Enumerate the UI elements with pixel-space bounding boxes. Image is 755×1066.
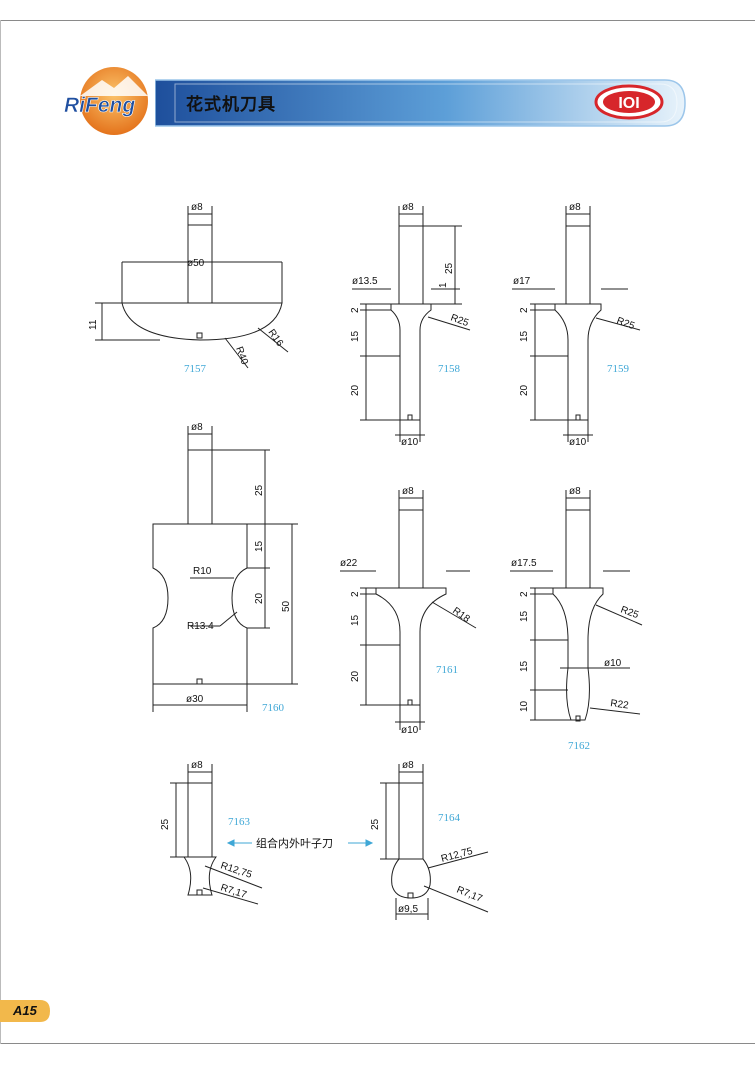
brand-name: RiFeng	[64, 94, 135, 117]
header-ribbon	[155, 79, 686, 127]
dim-7162-neck: ø10	[604, 658, 622, 669]
header-title: 花式机刀具	[186, 95, 276, 115]
dim-7157-r40: R40	[233, 345, 250, 366]
frame-top-line	[0, 20, 755, 21]
dim-7161-2: 2	[350, 591, 361, 597]
dim-7159-dia: ø17	[513, 276, 531, 287]
dim-7158-dia: ø13.5	[352, 276, 378, 287]
dim-7160-shank: ø8	[191, 422, 203, 433]
dim-7157-r16: R16	[266, 327, 286, 349]
dim-7160-50: 50	[281, 600, 292, 612]
code-7162: 7162	[568, 740, 590, 752]
dim-7159-2: 2	[519, 307, 530, 313]
dim-7162-15a: 15	[519, 610, 530, 622]
dim-7159-r25: R25	[615, 315, 636, 332]
dim-7160-r10: R10	[193, 566, 212, 577]
brand-badge-icon: IOI	[594, 84, 664, 120]
page-number: A15	[13, 1003, 37, 1018]
frame-bottom-line	[0, 1043, 755, 1044]
dim-7159-tip: ø10	[569, 437, 587, 448]
dim-7164-shank: ø8	[402, 760, 414, 771]
tool-7163-outline	[170, 764, 263, 905]
dim-7158-20: 20	[350, 384, 361, 396]
combo-label: 组合内外叶子刀	[256, 836, 333, 850]
dim-7158-2: 2	[350, 307, 361, 313]
dim-7157-shank: ø8	[191, 202, 203, 213]
dim-7162-2: 2	[519, 591, 530, 597]
dim-7160-r134: R13.4	[187, 621, 214, 632]
dim-7161-r18: R18	[450, 605, 472, 625]
tool-7157-outline	[95, 206, 289, 369]
dim-7159-shank: ø8	[569, 202, 581, 213]
dim-7161-20: 20	[350, 670, 361, 682]
dim-7160-20: 20	[254, 592, 265, 604]
dim-7162-r22: R22	[610, 698, 630, 712]
dim-7161-tip: ø10	[401, 725, 419, 736]
dim-7161-dia: ø22	[340, 558, 358, 569]
rifeng-logo-icon: RiFeng	[64, 67, 148, 135]
dim-7158-tip: ø10	[401, 437, 419, 448]
tool-7159-outline	[512, 206, 641, 442]
dim-7163-shank: ø8	[191, 760, 203, 771]
dim-7164-r717: R7,17	[455, 885, 484, 905]
dim-7162-r25: R25	[619, 604, 640, 621]
code-7163: 7163	[228, 816, 251, 828]
frame-left-line	[0, 20, 1, 1044]
dim-7162-dia: ø17.5	[511, 558, 537, 569]
dim-7157-dia: ø50	[187, 258, 205, 269]
tool-7158-outline	[352, 206, 471, 442]
tool-7160-outline	[152, 426, 298, 712]
code-7160: 7160	[262, 702, 285, 714]
tool-7164-outline	[380, 764, 489, 920]
dim-7160-15: 15	[254, 540, 265, 552]
tool-7161-outline	[340, 490, 477, 730]
dim-7163-25: 25	[160, 818, 171, 830]
dim-7164-tip: ø9,5	[398, 904, 418, 915]
dim-7162-shank: ø8	[569, 486, 581, 497]
dim-7162-15b: 15	[519, 660, 530, 672]
dim-7163-r717: R7,17	[219, 882, 248, 901]
dim-7162-10: 10	[519, 700, 530, 712]
dim-7158-1: 1	[438, 282, 449, 288]
tool-7162-outline	[510, 490, 643, 722]
dim-7160-dia: ø30	[186, 694, 204, 705]
badge-text: IOI	[618, 95, 639, 112]
dim-7164-25: 25	[370, 818, 381, 830]
code-7157: 7157	[184, 363, 207, 375]
dim-7161-15: 15	[350, 614, 361, 626]
dim-7159-20: 20	[519, 384, 530, 396]
code-7158: 7158	[438, 363, 461, 375]
page-tab	[0, 1000, 50, 1022]
dim-7164-r1275: R12,75	[440, 846, 474, 865]
dim-7158-25: 25	[444, 262, 455, 274]
code-7159: 7159	[607, 363, 630, 375]
dim-7159-15: 15	[519, 330, 530, 342]
code-7161: 7161	[436, 664, 458, 676]
dim-7158-shank: ø8	[402, 202, 414, 213]
dim-7157-height: 11	[88, 319, 99, 330]
dim-7160-25: 25	[254, 484, 265, 496]
dim-7158-15: 15	[350, 330, 361, 342]
code-7164: 7164	[438, 812, 461, 824]
dim-7161-shank: ø8	[402, 486, 414, 497]
